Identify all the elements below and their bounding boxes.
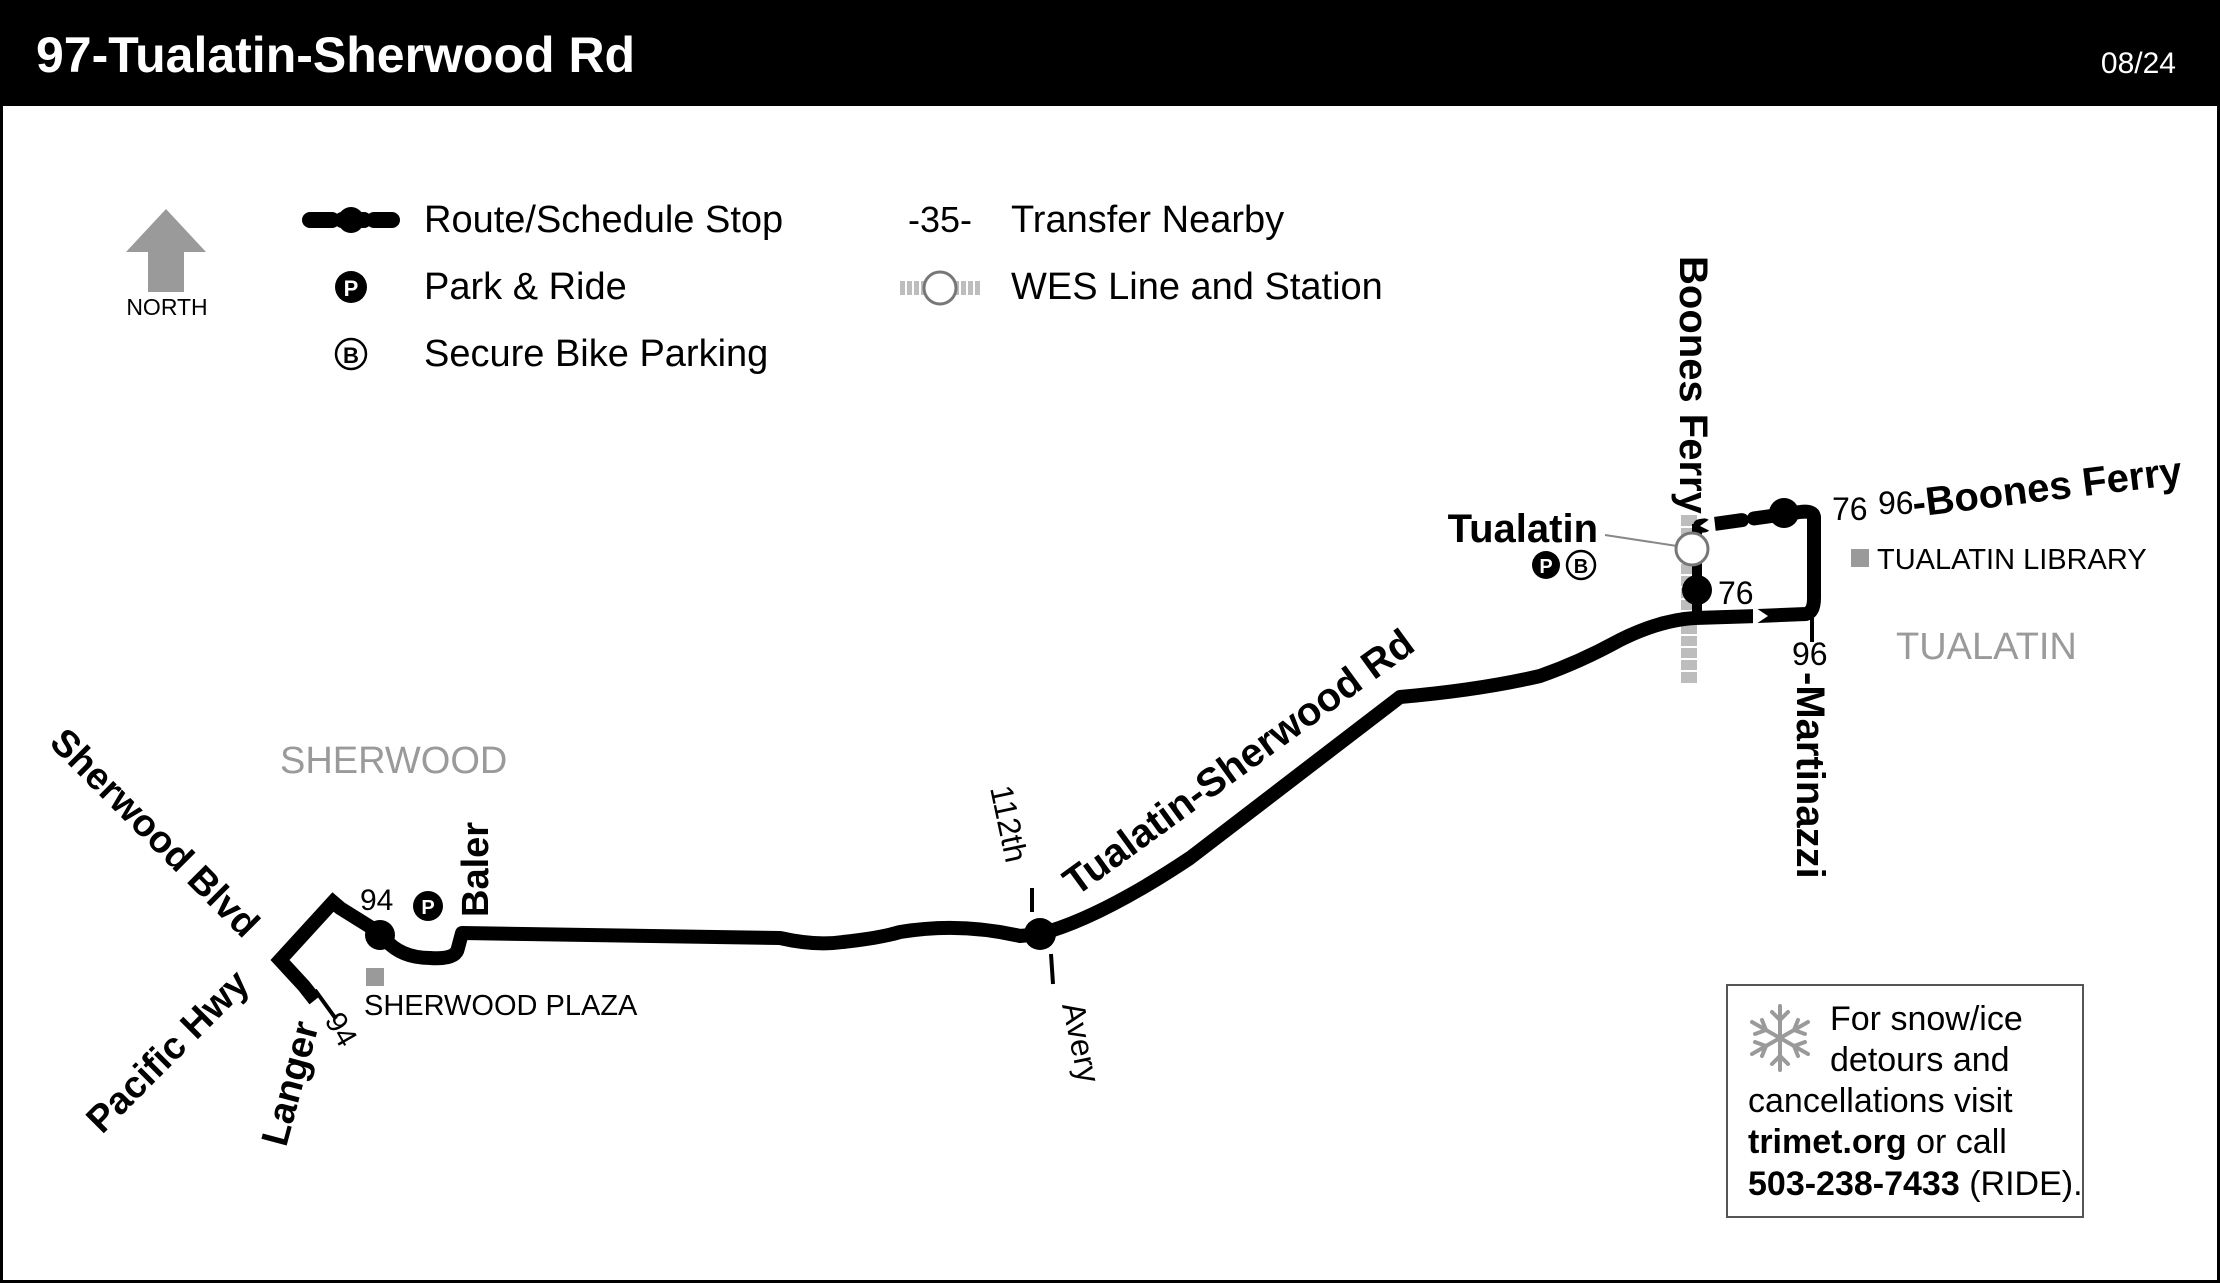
stop-sherwood-plaza[interactable] <box>365 920 395 950</box>
stop-112th-avery[interactable] <box>1024 918 1056 950</box>
header-bar <box>0 0 2220 106</box>
route-97-line <box>377 511 1821 966</box>
landmark-square-icon <box>366 968 384 986</box>
notice-line-5: 503-238-7433 (RIDE). <box>1748 1165 2083 1203</box>
transfer-76: 76 <box>1718 575 1754 611</box>
park-ride-icon: P <box>1532 551 1560 579</box>
park-ride-legend-icon: P <box>335 271 367 303</box>
notice-phone[interactable]: 503-238-7433 <box>1748 1165 1960 1203</box>
notice-box <box>1726 984 2084 1218</box>
route-stop-legend-icon <box>302 207 400 233</box>
revision-date: 08/24 <box>2101 47 2176 80</box>
stop-tualatin-station[interactable] <box>1682 575 1712 605</box>
legend-bike-parking: Secure Bike Parking <box>424 333 768 375</box>
transfer-94: 94 <box>360 884 393 917</box>
street-martinazzi: -Martinazzi <box>1788 672 1832 879</box>
wes-station-tualatin[interactable] <box>1674 531 1710 567</box>
transfer-96: 96 <box>1792 636 1828 672</box>
north-arrow-icon <box>126 209 206 292</box>
bike-parking-icon: B <box>1565 549 1597 581</box>
notice-line-2: detours and <box>1830 1041 2010 1079</box>
route-97-sherwood-loop-dash <box>301 895 375 938</box>
route-97-loop-top <box>1693 504 1821 533</box>
svg-text:P: P <box>344 276 359 301</box>
svg-text:B: B <box>343 343 359 368</box>
park-ride-icon: P <box>413 891 443 921</box>
landmark-tualatin-library: TUALATIN LIBRARY <box>1877 544 2147 576</box>
route-title: 97-Tualatin-Sherwood Rd <box>36 27 635 83</box>
transfer-76: 76 <box>1832 491 1868 527</box>
snowflake-icon <box>1750 1004 1810 1072</box>
route-arrow-icon <box>300 938 326 960</box>
landmark-square-icon <box>1851 549 1869 567</box>
svg-text:P: P <box>1539 556 1552 578</box>
wes-legend-icon <box>900 270 980 306</box>
legend-park-ride: Park & Ride <box>424 266 627 308</box>
stop-boones-ferry[interactable] <box>1769 498 1799 528</box>
route-arrow-icon <box>1753 606 1768 626</box>
notice-url-link[interactable]: trimet.org <box>1748 1123 1907 1161</box>
notice-line-4: trimet.org or call <box>1748 1123 2007 1161</box>
street-baler: Baler <box>455 822 497 917</box>
notice-line-3: cancellations visit <box>1748 1082 2013 1120</box>
landmark-sherwood-plaza: SHERWOOD PLAZA <box>364 990 638 1022</box>
transfer-legend-symbol: -35- <box>908 199 972 240</box>
legend-route-stop: Route/Schedule Stop <box>424 199 783 241</box>
svg-text:B: B <box>1574 556 1588 578</box>
area-sherwood: SHERWOOD <box>280 740 507 782</box>
legend-transfer: Transfer Nearby <box>1011 199 1284 241</box>
bike-parking-legend-icon: B <box>334 337 368 371</box>
north-label: NORTH <box>126 294 207 320</box>
svg-text:P: P <box>421 897 434 919</box>
route-arrow-icon <box>1700 516 1716 534</box>
area-tualatin: TUALATIN <box>1896 626 2077 668</box>
tick-avery <box>1049 953 1055 985</box>
notice-line-1: For snow/ice <box>1830 1000 2023 1038</box>
legend-wes: WES Line and Station <box>1011 266 1383 308</box>
street-boones-ferry-vertical: Boones Ferry <box>1671 256 1715 515</box>
transfer-96: 96 <box>1878 485 1914 521</box>
station-name: Tualatin <box>1448 507 1598 551</box>
